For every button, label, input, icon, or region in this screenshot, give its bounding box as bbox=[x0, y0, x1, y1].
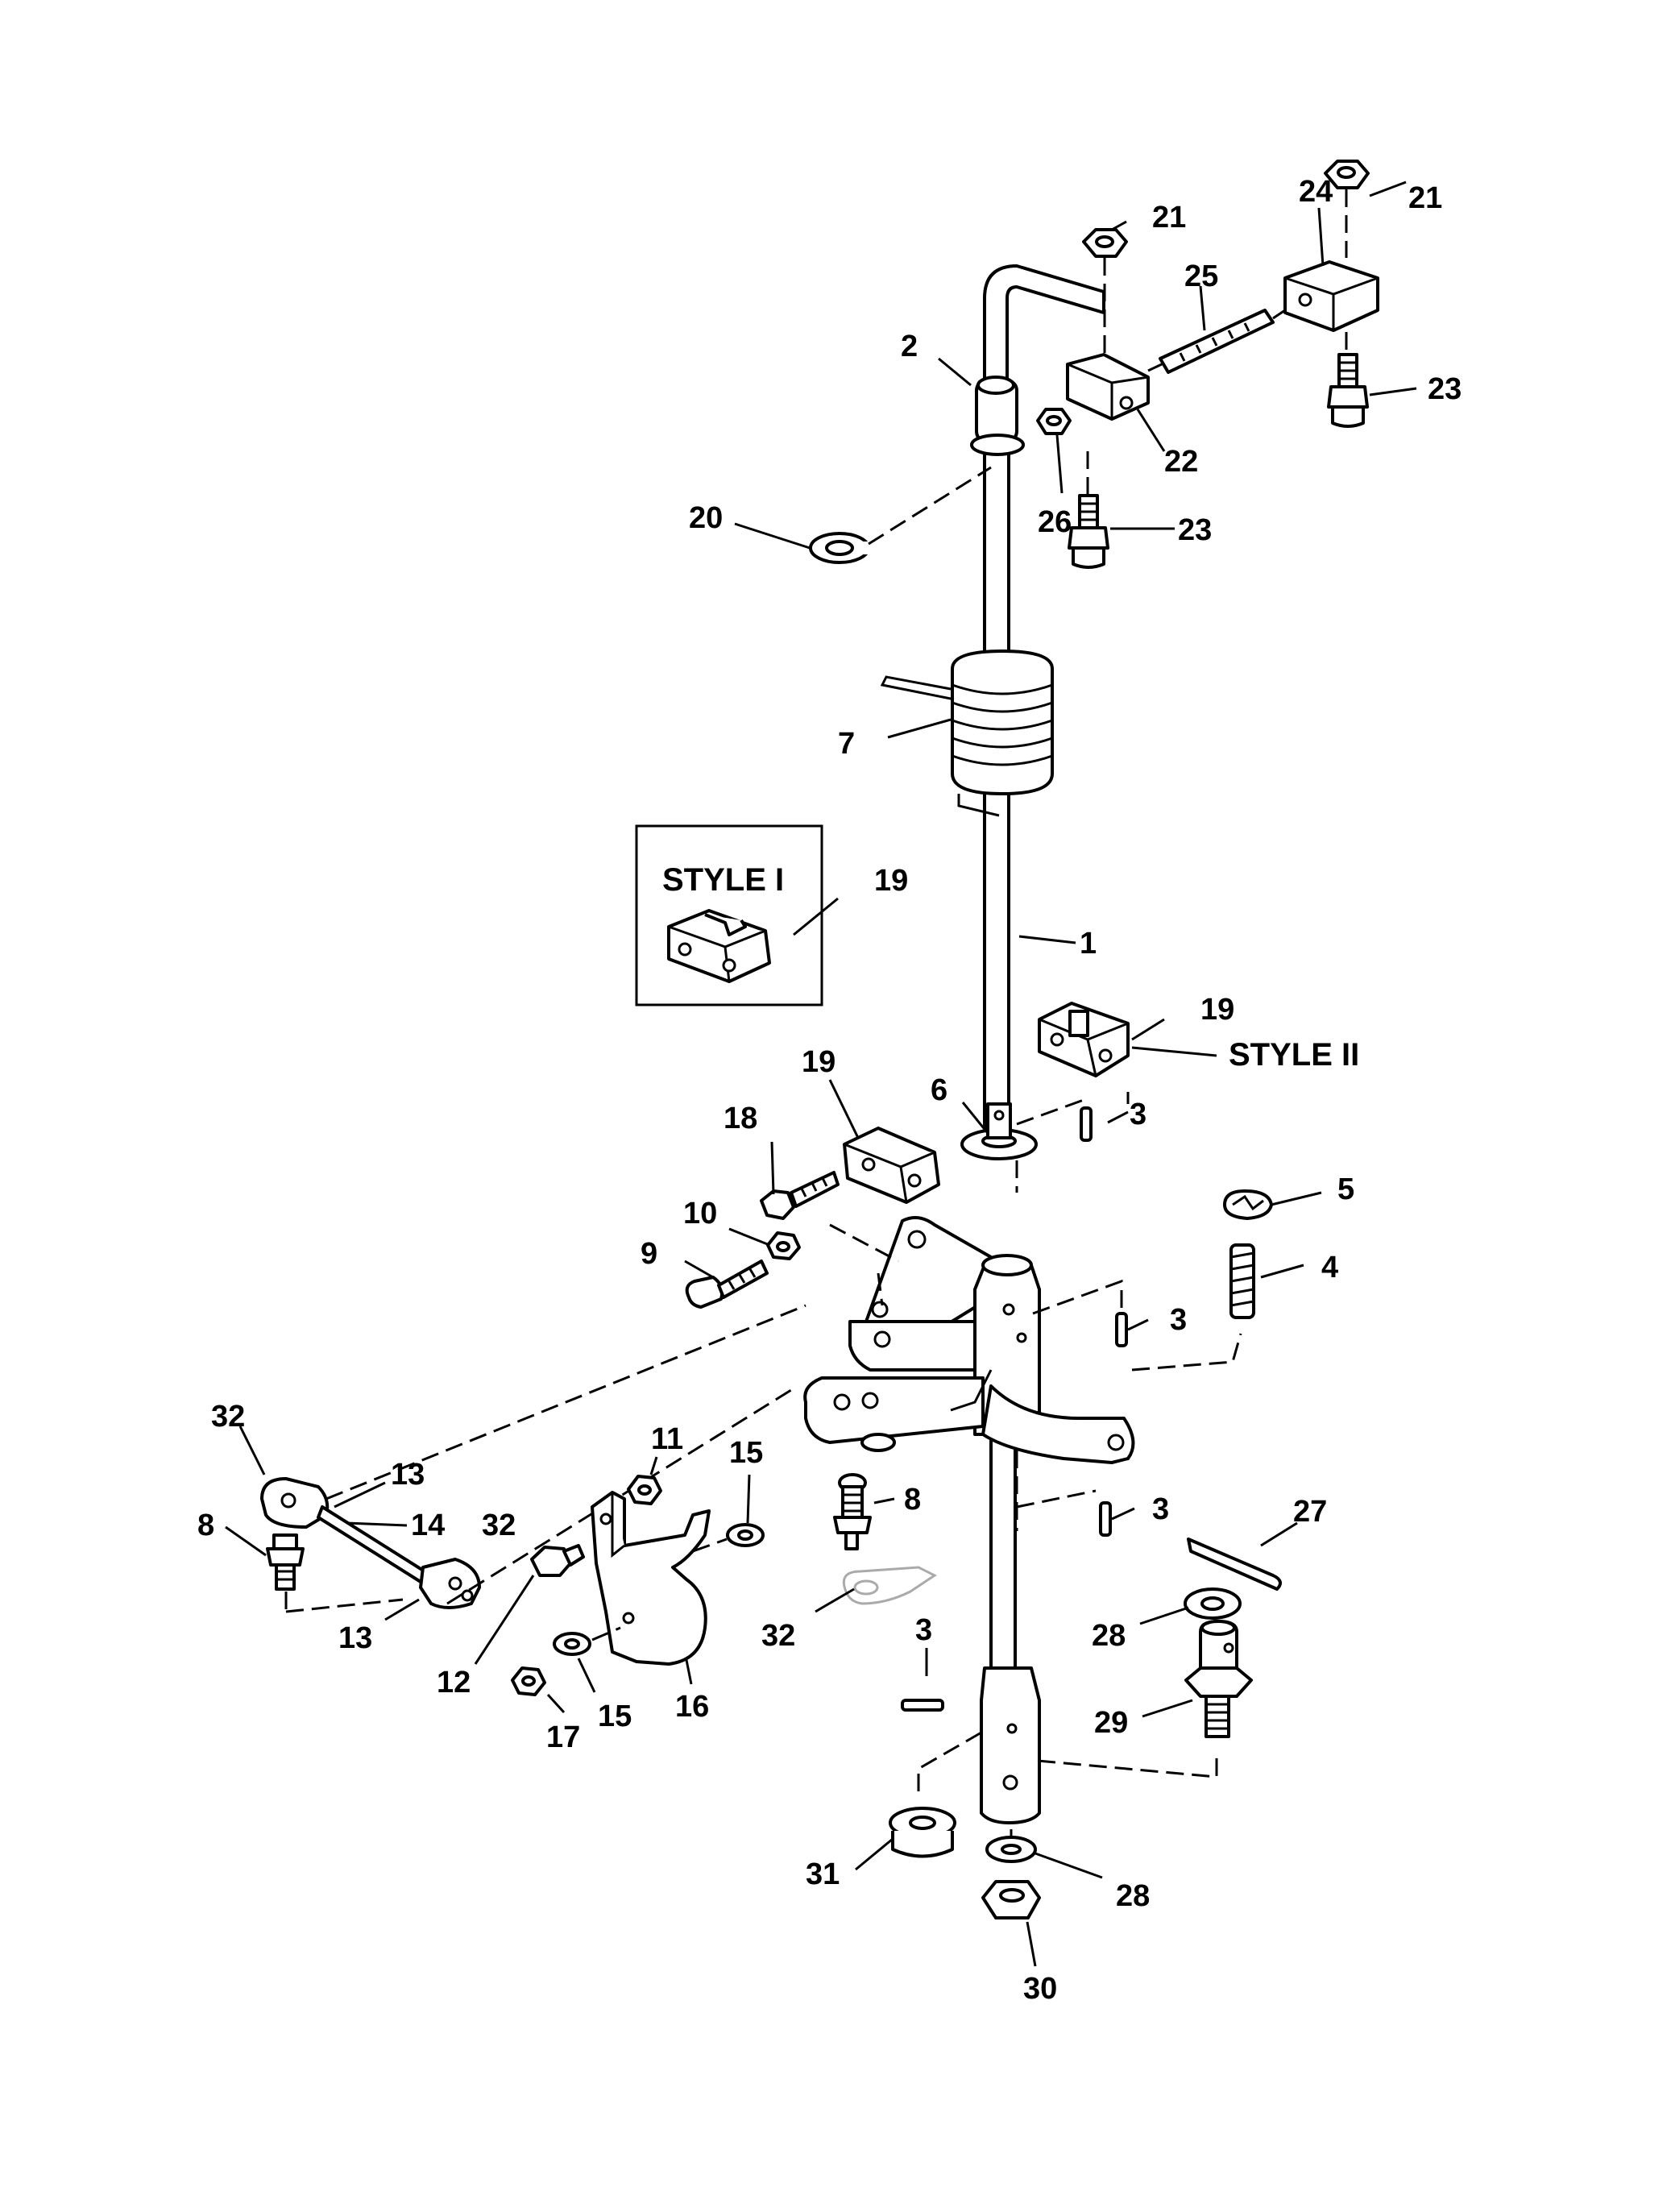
callout-15a: 15 bbox=[729, 1436, 763, 1470]
style-one-box bbox=[635, 824, 823, 1006]
shaft-washer bbox=[960, 1102, 1038, 1160]
link-rod-assembly bbox=[260, 1477, 481, 1609]
adjusting-screw bbox=[685, 1260, 769, 1309]
bushing-collar bbox=[970, 376, 1025, 456]
flat-washer-lower bbox=[553, 1632, 591, 1656]
hex-nut-top-right bbox=[1324, 160, 1370, 189]
callout-27: 27 bbox=[1293, 1495, 1327, 1529]
ball-stud-upper bbox=[1327, 353, 1369, 428]
roll-pin-lower bbox=[1099, 1501, 1112, 1537]
callout-21a: 21 bbox=[1152, 201, 1186, 234]
pivot-stud bbox=[1184, 1620, 1253, 1738]
callout-24: 24 bbox=[1299, 175, 1333, 209]
callout-22: 22 bbox=[1164, 445, 1198, 479]
ball-stud-left bbox=[266, 1533, 305, 1591]
callout-18: 18 bbox=[724, 1102, 757, 1135]
callout-19b: 19 bbox=[1200, 993, 1234, 1027]
callout-8a: 8 bbox=[197, 1509, 214, 1542]
retainer-clip-center bbox=[842, 1566, 937, 1605]
mounting-bracket bbox=[591, 1491, 711, 1666]
lock-nut-bracket bbox=[511, 1666, 546, 1696]
hex-nut-bracket bbox=[627, 1475, 662, 1505]
callout-3a: 3 bbox=[1130, 1098, 1146, 1131]
callout-15b: 15 bbox=[598, 1699, 632, 1733]
callout-26: 26 bbox=[1038, 505, 1072, 539]
callout-2: 2 bbox=[901, 330, 918, 363]
cotter-pin bbox=[1187, 1538, 1282, 1591]
callout-6: 6 bbox=[931, 1073, 947, 1107]
roll-pin-middle bbox=[1115, 1312, 1128, 1347]
style-two-label: STYLE II bbox=[1229, 1037, 1359, 1073]
callout-3d: 3 bbox=[915, 1613, 932, 1647]
leader-lines bbox=[225, 181, 1417, 1967]
jam-nut bbox=[1036, 408, 1072, 435]
callout-23b: 23 bbox=[1178, 513, 1212, 547]
style-one-label: STYLE I bbox=[662, 862, 784, 898]
e-clip bbox=[809, 532, 870, 564]
callout-25: 25 bbox=[1184, 259, 1218, 293]
flat-washer-pivot bbox=[1184, 1587, 1242, 1620]
callout-28b: 28 bbox=[1116, 1879, 1150, 1913]
callout-19a: 19 bbox=[874, 864, 908, 898]
callout-8b: 8 bbox=[904, 1483, 921, 1517]
spacer-block-style-two bbox=[1038, 1002, 1130, 1077]
flat-washer-bottom bbox=[985, 1836, 1037, 1863]
shoulder-screw bbox=[760, 1171, 840, 1220]
callout-23a: 23 bbox=[1428, 372, 1462, 406]
callout-7: 7 bbox=[838, 727, 855, 761]
callout-29: 29 bbox=[1094, 1706, 1128, 1740]
spring-cap bbox=[1223, 1189, 1273, 1220]
rod-end-block-right bbox=[1283, 260, 1379, 332]
callout-12: 12 bbox=[437, 1666, 471, 1699]
callout-3b: 3 bbox=[1170, 1303, 1187, 1337]
callout-30: 30 bbox=[1023, 1972, 1057, 2006]
roll-pin-bottom bbox=[901, 1699, 944, 1712]
callout-31: 31 bbox=[806, 1857, 840, 1891]
callout-labels: 1 2 3 3 3 3 4 5 6 7 8 8 9 10 11 12 13 13… bbox=[197, 175, 1462, 2006]
callout-16: 16 bbox=[675, 1690, 709, 1724]
coil-spring bbox=[880, 649, 1054, 817]
throttle-lever-assembly bbox=[803, 1216, 1135, 1464]
threaded-link-rod bbox=[1159, 309, 1275, 374]
rod-end-block-left bbox=[1066, 353, 1150, 421]
callout-5: 5 bbox=[1337, 1172, 1354, 1206]
callout-32b: 32 bbox=[482, 1509, 516, 1542]
callout-13b: 13 bbox=[338, 1621, 372, 1655]
callout-1: 1 bbox=[1080, 927, 1097, 961]
callout-9: 9 bbox=[641, 1237, 657, 1271]
hex-nut-small bbox=[766, 1231, 801, 1260]
callout-11: 11 bbox=[651, 1422, 683, 1456]
callout-21b: 21 bbox=[1408, 181, 1442, 215]
ball-stud-center bbox=[833, 1473, 872, 1550]
ball-stud-lower bbox=[1068, 494, 1109, 569]
callout-20: 20 bbox=[689, 501, 723, 535]
callout-17: 17 bbox=[546, 1720, 580, 1754]
callout-14: 14 bbox=[411, 1509, 445, 1542]
hex-nut-upper bbox=[1082, 228, 1128, 258]
flat-washer-upper bbox=[726, 1523, 765, 1547]
callout-3c: 3 bbox=[1152, 1492, 1169, 1526]
callout-10: 10 bbox=[683, 1197, 717, 1231]
roll-pin-upper bbox=[1080, 1106, 1093, 1142]
lock-nut-bottom bbox=[981, 1880, 1041, 1919]
compression-spring bbox=[1229, 1243, 1255, 1319]
callout-32a: 32 bbox=[211, 1400, 245, 1434]
callout-13a: 13 bbox=[391, 1458, 425, 1492]
ball-stud-link bbox=[530, 1544, 585, 1577]
rubber-grommet bbox=[889, 1807, 956, 1858]
callout-32c: 32 bbox=[761, 1619, 795, 1653]
callout-19c: 19 bbox=[802, 1045, 836, 1079]
callout-4: 4 bbox=[1321, 1251, 1338, 1284]
spacer-block bbox=[843, 1127, 940, 1204]
callout-28a: 28 bbox=[1092, 1619, 1126, 1653]
